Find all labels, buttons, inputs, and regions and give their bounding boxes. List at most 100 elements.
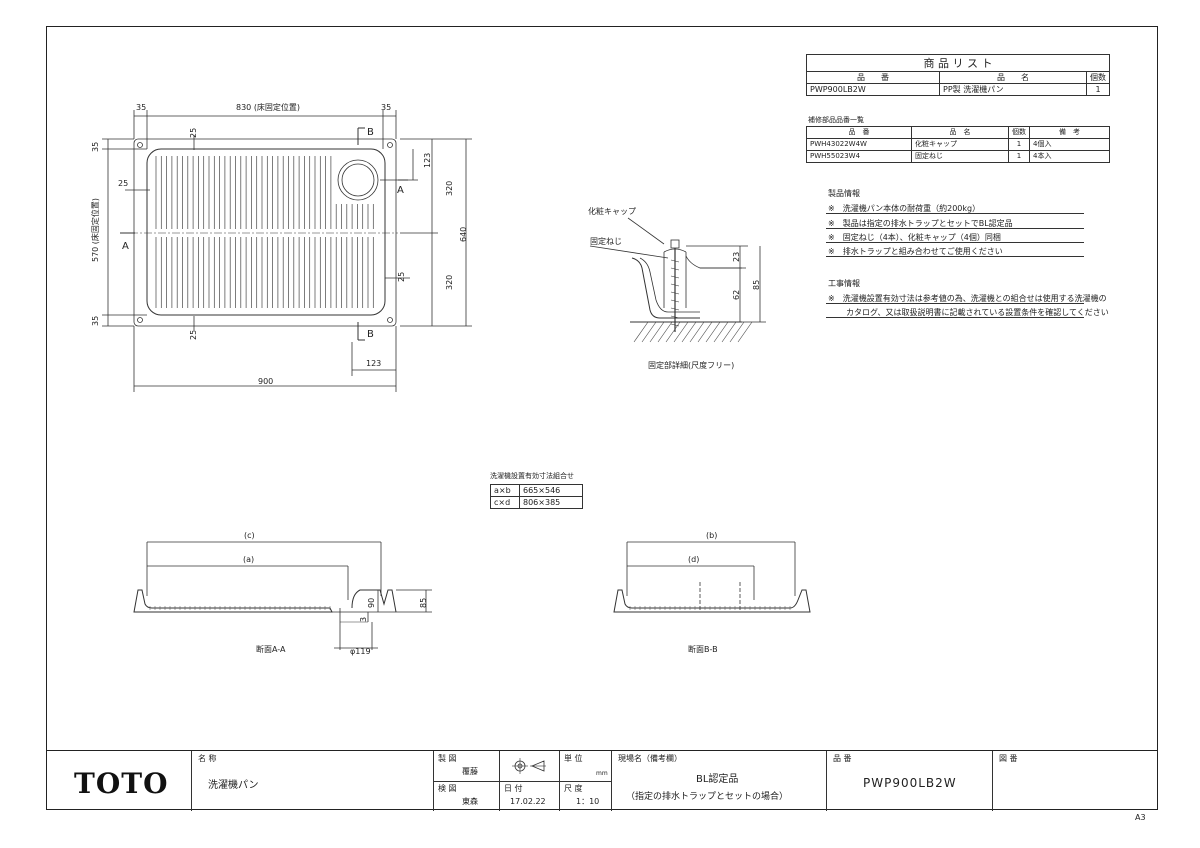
rib-line	[641, 321, 657, 343]
title-block-name-cell: 名 称 洗濯機パン	[191, 751, 433, 811]
section-marker-a-right: A	[397, 185, 404, 196]
rib-line	[649, 321, 665, 343]
dim-inner-25-top: 25	[189, 127, 198, 138]
drawing-no-label: 図 番	[999, 754, 1018, 763]
site-label: 現場名（備考欄）	[618, 754, 682, 763]
rib-line	[689, 321, 705, 343]
rib-line	[633, 321, 649, 343]
fixing-hole	[387, 317, 393, 323]
checked-value: 東森	[462, 797, 478, 806]
section-a-dim-85: 85	[419, 597, 428, 608]
divider	[500, 781, 560, 782]
construction-info-title: 工事情報	[828, 279, 860, 288]
parts-list-table: 品 番 品 名 個数 備 考 PWH43022W4W 化粧キャップ 1 4個入 …	[806, 126, 1110, 163]
drawn-value: 覆藤	[462, 767, 478, 776]
rib-line	[681, 321, 697, 343]
parts-list-cell: PWH43022W4W	[806, 138, 912, 151]
title-block-drawn-cell: 製 図 覆藤 検 図 東森	[433, 751, 500, 811]
product-info-item: ※ 固定ねじ（4本）、化粧キャップ（4個）同梱	[828, 233, 1001, 242]
product-info-item: ※ 製品は指定の排水トラップとセットでBL認定品	[828, 219, 1013, 228]
parts-list-cell: PWH55023W4	[806, 150, 912, 163]
rib-line	[697, 321, 713, 343]
rib-line	[657, 321, 673, 343]
product-list-cell: PWP900LB2W	[806, 83, 940, 96]
product-list-table: 商 品 リ ス ト 品 番 品 名 個数 PWP900LB2W PP製 洗濯機パ…	[806, 54, 1110, 96]
site-value-1: BL認定品	[696, 774, 739, 785]
parts-list-header: 品 名	[911, 126, 1009, 139]
detail-dim-23: 23	[732, 251, 741, 262]
title-block: TOTO 名 称 洗濯機パン 製 図 覆藤 検 図 東森 日 付 17.02.2…	[46, 750, 1158, 811]
rib-line	[721, 321, 737, 343]
dim-right-640: 640	[459, 226, 468, 242]
part-value: PWP900LB2W	[863, 776, 957, 790]
construction-info-item: カタログ、又は取扱説明書に記載されている設置条件を確認してください	[846, 308, 1109, 317]
dim-top-left: 35	[136, 103, 147, 112]
drain-outer	[337, 159, 379, 201]
parts-list-header: 品 番	[806, 126, 912, 139]
section-marker-a-left: A	[122, 241, 129, 252]
product-list-cell: PP製 洗濯機パン	[939, 83, 1087, 96]
dim-inner-25-left: 25	[118, 179, 129, 188]
dim-right-320-top: 320	[445, 180, 454, 196]
install-table-title: 洗濯機設置有効寸法組合せ	[490, 472, 574, 480]
dim-left-top: 35	[91, 141, 100, 152]
rib-line	[673, 321, 689, 343]
dim-top-mid: 830 (床固定位置)	[236, 103, 301, 112]
product-list-cell: 1	[1086, 83, 1110, 96]
dim-inner-25-bottom: 25	[189, 329, 198, 340]
checked-label: 検 図	[438, 784, 457, 793]
dim-bottom-900: 900	[258, 377, 274, 386]
parts-list-header: 備 考	[1029, 126, 1110, 139]
date-value: 17.02.22	[510, 797, 546, 806]
product-list-title: 商 品 リ ス ト	[806, 54, 1110, 72]
install-table-cell: c×d	[490, 496, 520, 509]
drawn-label: 製 図	[438, 754, 457, 763]
title-block-part-cell: 品 番 PWP900LB2W	[826, 751, 992, 811]
product-list-header: 品 名	[939, 71, 1087, 84]
dim-drain-123: 123	[423, 152, 432, 168]
section-a-dim-3: 3	[359, 616, 368, 622]
site-value-2: （指定の排水トラップとセットの場合）	[626, 792, 789, 802]
rib-line	[713, 321, 729, 343]
rib-line	[665, 321, 681, 343]
unit-label: 単 位	[564, 754, 583, 763]
section-b-dim-d: (d)	[688, 555, 700, 564]
fixing-hole	[387, 142, 393, 148]
section-a-dim-a: (a)	[243, 555, 255, 564]
divider	[434, 781, 500, 782]
product-info-item: ※ 洗濯機パン本体の耐荷重（約200kg）	[828, 204, 981, 213]
underline	[826, 256, 1084, 257]
scale-label: 尺 度	[564, 784, 583, 793]
scale-value: 1：10	[576, 797, 600, 806]
product-list-header: 個数	[1086, 71, 1110, 84]
fixing-hole	[137, 142, 143, 148]
pan-inner-outline	[146, 148, 386, 316]
name-label: 名 称	[198, 754, 217, 763]
title-block-drawing-no-cell: 図 番	[992, 751, 1158, 811]
section-a-dim-90: 90	[367, 597, 376, 608]
pan-outer-outline	[133, 138, 397, 327]
rib-line	[705, 321, 721, 343]
parts-list-header: 個数	[1008, 126, 1030, 139]
underline	[826, 317, 1084, 318]
section-a-caption: 断面A-A	[256, 645, 286, 654]
date-label: 日 付	[504, 784, 523, 793]
parts-list-cell: 4個入	[1029, 138, 1110, 151]
dim-bottom-123: 123	[366, 359, 382, 368]
drain-inner	[341, 163, 375, 197]
fixing-hole	[137, 317, 143, 323]
detail-dim-85: 85	[752, 279, 761, 290]
title-block-site-cell: 現場名（備考欄） BL認定品 （指定の排水トラップとセットの場合）	[611, 751, 826, 811]
detail-caption: 固定部詳細(尺度フリー)	[648, 361, 735, 370]
install-table-cell: a×b	[490, 484, 520, 497]
title-block-date-cell: 日 付 17.02.22	[499, 751, 560, 811]
underline	[826, 303, 1084, 304]
construction-info-item: ※ 洗濯機設置有効寸法は参考値の為、洗濯機との組合せは使用する洗濯機の	[828, 294, 1107, 303]
part-label: 品 番	[833, 754, 852, 763]
parts-list-cell: 化粧キャップ	[911, 138, 1009, 151]
name-value: 洗濯機パン	[208, 780, 259, 791]
detail-dim-62: 62	[732, 289, 741, 300]
rib-line	[729, 321, 745, 343]
section-a-dim-diameter: φ119	[350, 647, 371, 656]
underline	[826, 213, 1084, 214]
